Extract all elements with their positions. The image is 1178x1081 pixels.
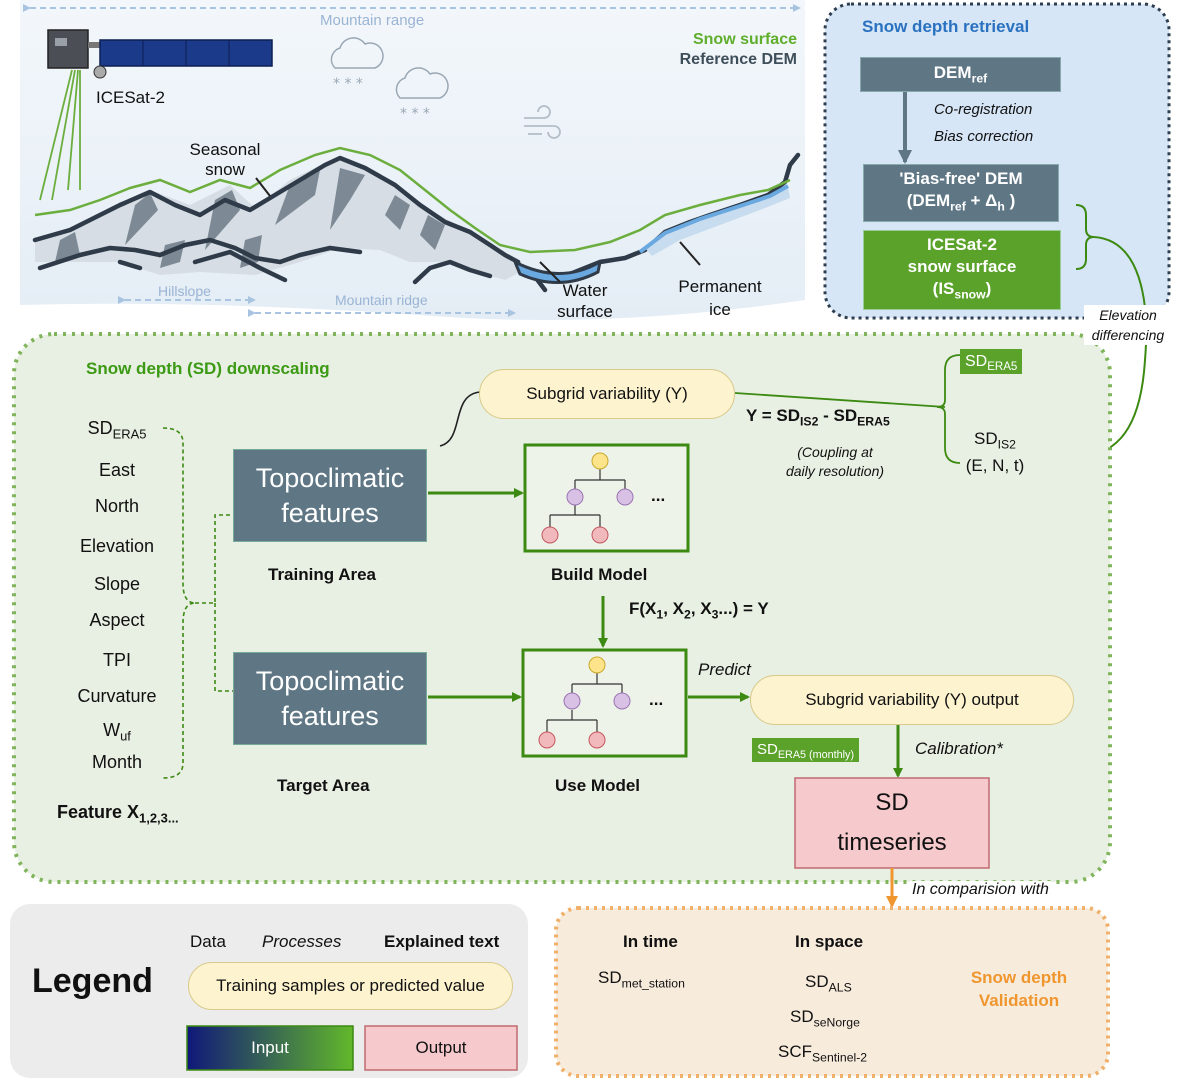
landscape-panel: * * * * * *: [20, 0, 805, 320]
build-model-label: Build Model: [551, 565, 648, 584]
feature-item: SDERA5: [87, 418, 147, 442]
calibration-label: Calibration*: [915, 739, 1003, 758]
feature-item: North: [94, 496, 139, 516]
y-equation: Y = SDIS2 - SDERA5: [746, 406, 890, 429]
feature-item: Month: [91, 752, 143, 772]
use-model-label: Use Model: [555, 776, 641, 795]
in-space-label: In space: [795, 932, 864, 951]
satellite-label: ICESat-2: [96, 88, 165, 107]
feature-x-label: Feature X1,2,3...: [57, 802, 179, 826]
icesat-snow-surface-box: ICESat-2 snow surface (ISsnow): [863, 230, 1061, 310]
feature-item: Slope: [93, 574, 141, 594]
downscaling-title: Snow depth (SD) downscaling: [86, 359, 330, 378]
wind-icon: [524, 105, 561, 139]
subgrid-output-pill: Subgrid variability (Y) output: [750, 675, 1074, 725]
legend-data: Data: [190, 932, 226, 951]
cloud-icon: [330, 37, 449, 99]
sd-era5-monthly-badge: SDERA5 (monthly): [752, 738, 860, 762]
legend-output: Output: [415, 1038, 467, 1057]
feature-list: SDERA5 East North Elevation Slope Aspect…: [60, 418, 174, 782]
svg-text:* * *: * * *: [400, 106, 430, 122]
legend-input: Input: [251, 1038, 289, 1057]
sd-met-station: SDmet_station: [598, 968, 685, 991]
sd-als: SDALS: [805, 972, 852, 995]
target-area-label: Target Area: [277, 776, 370, 795]
feature-item: Aspect: [89, 610, 145, 630]
coregistration-label: Co-registration: [934, 101, 1033, 118]
retrieval-title: Snow depth retrieval: [862, 17, 1030, 36]
use-model-box: [521, 648, 688, 758]
predict-label: Predict: [698, 660, 751, 679]
build-model-box: [523, 443, 690, 553]
feature-item: Curvature: [77, 686, 157, 706]
snow-surface-label: Snow surface: [692, 31, 797, 48]
hillslope-label: Hillslope: [158, 283, 211, 299]
validation-panel: [554, 906, 1110, 1078]
in-time-label: In time: [623, 932, 678, 951]
dem-ref-box: DEMref: [860, 57, 1061, 92]
legend-sample-pill: Training samples or predicted value: [188, 962, 513, 1010]
snowflake-icon: * * * * * *: [333, 76, 430, 122]
feature-item: TPI: [102, 650, 131, 670]
build-ellipsis: ...: [651, 486, 666, 505]
legend-processes: Processes: [262, 932, 342, 951]
training-area-label: Training Area: [268, 565, 377, 584]
function-equation: F(X1, X2, X3...) = Y: [629, 599, 769, 622]
mountain-ridge-label: Mountain ridge: [335, 292, 428, 308]
mountain-range-label: Mountain range: [320, 12, 425, 29]
use-ellipsis: ...: [649, 690, 664, 709]
sd-senorge: SDseNorge: [790, 1007, 860, 1030]
sd-is2-label: SDIS2 (E, N, t): [965, 429, 1025, 476]
scf-sentinel-2: SCFSentinel-2: [778, 1042, 868, 1065]
feature-item: Elevation: [79, 536, 155, 556]
bias-free-dem-box: 'Bias-free' DEM (DEMref + Δh ): [863, 164, 1059, 222]
rock-faces: [55, 168, 445, 268]
satellite-icon: [47, 29, 273, 79]
bias-correction-label: Bias correction: [934, 128, 1034, 145]
satellite-beams: [39, 69, 81, 201]
feature-item: East: [98, 460, 136, 480]
svg-text:* * *: * * *: [333, 76, 363, 92]
subgrid-variability-pill: Subgrid variability (Y): [479, 369, 735, 419]
feature-item: Wuf: [103, 720, 131, 744]
sd-era5-badge: SDERA5: [960, 349, 1023, 374]
comparison-label: In comparision with: [910, 881, 1051, 899]
reference-dem-label: Reference DEM: [679, 51, 797, 68]
legend-explained: Explained text: [384, 932, 500, 951]
legend-title: Legend: [32, 962, 153, 1000]
